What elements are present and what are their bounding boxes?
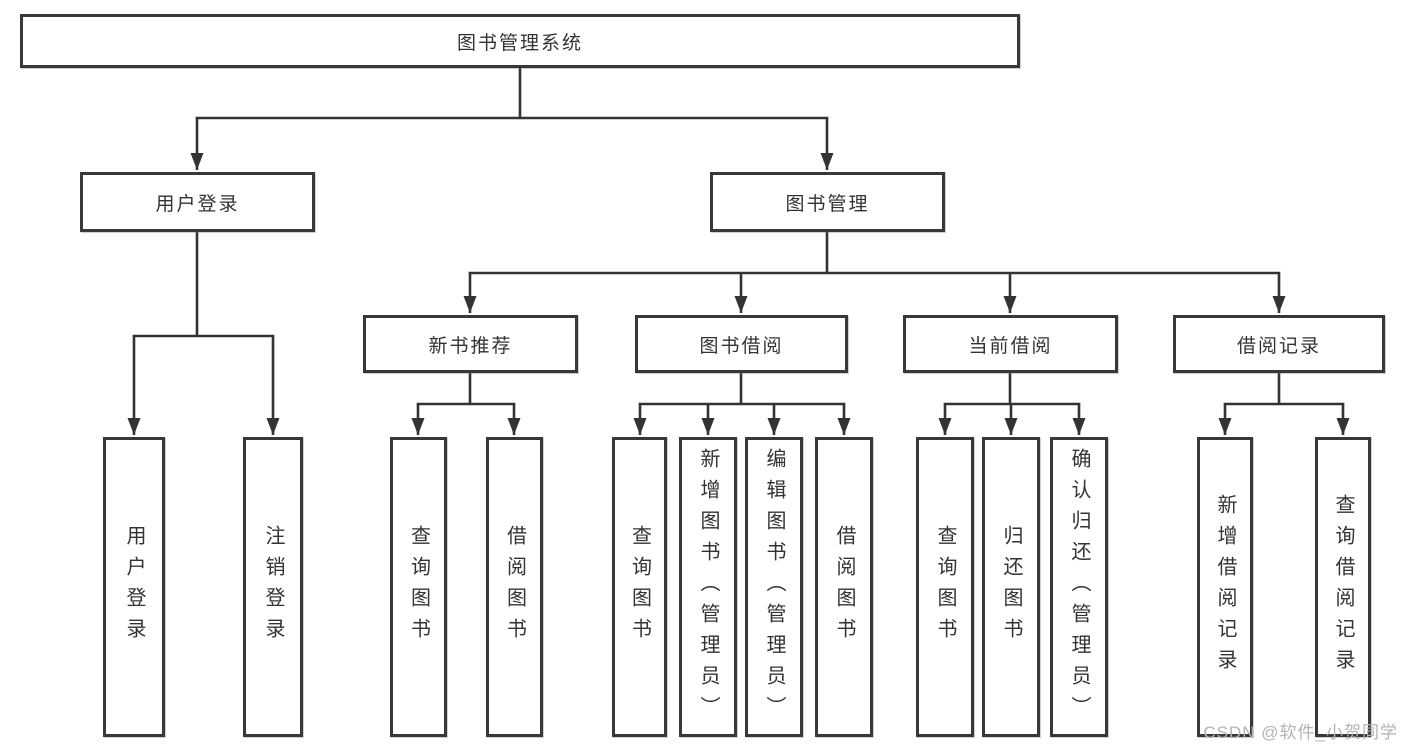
connector-book-borrowing-trunk <box>638 373 846 406</box>
leaf-return-books: 归还图书 <box>982 437 1040 737</box>
connector-root-trunk <box>195 68 829 120</box>
connector-borrowing-records-trunk <box>1223 373 1345 406</box>
leaf-borrow-books-recommend: 借阅图书 <box>486 437 543 737</box>
leaf-edit-books-admin: 编辑图书（管理员） <box>745 437 803 737</box>
leaf-confirm-return-admin: 确认归还（管理员） <box>1050 437 1108 737</box>
leaf-user-login: 用户登录 <box>103 437 165 737</box>
node-borrowing-records: 借阅记录 <box>1173 315 1385 373</box>
csdn-watermark: CSDN @软件_小贺同学 <box>1203 723 1398 742</box>
node-library-management-system: 图书管理系统 <box>20 14 1020 68</box>
connector-user-login-trunk <box>132 232 275 338</box>
connector-current-borrowing-trunk <box>943 373 1081 406</box>
leaf-logout: 注销登录 <box>243 437 303 737</box>
leaf-borrow-books-borrowing: 借阅图书 <box>815 437 873 737</box>
node-book-borrowing: 图书借阅 <box>635 315 848 373</box>
leaf-query-books-recommend: 查询图书 <box>390 437 447 737</box>
connector-book-management-trunk <box>468 232 1281 275</box>
node-user-login: 用户登录 <box>80 172 315 232</box>
leaf-add-borrow-record: 新增借阅记录 <box>1197 437 1253 737</box>
leaf-query-books-borrowing: 查询图书 <box>612 437 667 737</box>
connector-new-book-trunk <box>416 373 516 406</box>
node-new-book-recommendation: 新书推荐 <box>363 315 578 373</box>
leaf-query-books-current: 查询图书 <box>916 437 974 737</box>
node-current-borrowing: 当前借阅 <box>903 315 1118 373</box>
leaf-add-books-admin: 新增图书（管理员） <box>679 437 737 737</box>
node-book-management: 图书管理 <box>710 172 945 232</box>
leaf-query-borrow-record: 查询借阅记录 <box>1315 437 1371 737</box>
